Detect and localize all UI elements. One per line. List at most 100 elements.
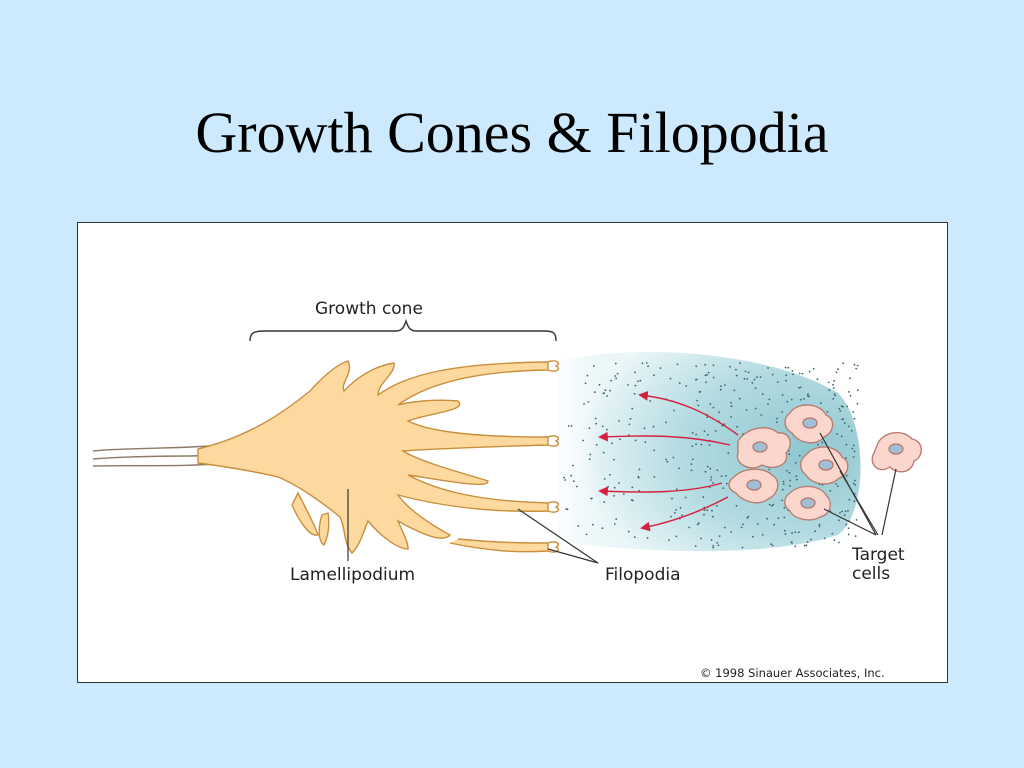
gradient-dot: [695, 365, 698, 368]
gradient-dot: [665, 421, 667, 424]
gradient-dot: [852, 411, 855, 413]
gradient-dot: [729, 365, 731, 368]
gradient-dot: [771, 504, 773, 507]
gradient-dot: [563, 476, 565, 479]
gradient-dot: [818, 525, 821, 528]
gradient-dot: [745, 409, 748, 411]
gradient-dot: [710, 479, 712, 481]
gradient-dot: [638, 468, 641, 471]
gradient-dot: [814, 530, 817, 533]
gradient-dot: [856, 364, 859, 367]
gradient-dot: [708, 444, 711, 446]
gradient-dot: [691, 445, 694, 447]
gradient-dot: [833, 380, 835, 382]
gradient-dot: [831, 532, 834, 535]
gradient-dot: [691, 431, 694, 434]
gradient-dot: [576, 485, 578, 488]
copyright-notice: © 1998 Sinauer Associates, Inc.: [700, 666, 885, 680]
gradient-dot: [673, 512, 676, 514]
gradient-dot: [847, 391, 850, 393]
gradient-dot: [806, 541, 809, 543]
gradient-dot: [695, 433, 697, 436]
gradient-dot: [841, 418, 844, 421]
gradient-dot: [641, 362, 644, 365]
gradient-dot: [665, 458, 668, 461]
gradient-dot: [567, 425, 570, 427]
gradient-dot: [722, 487, 725, 489]
gradient-dot: [603, 478, 606, 480]
gradient-dot: [835, 371, 838, 374]
gradient-dot: [775, 421, 778, 424]
gradient-dot: [613, 486, 616, 489]
gradient-dot: [712, 406, 715, 409]
gradient-dot: [675, 509, 677, 511]
gradient-dot: [588, 427, 591, 430]
gradient-dot: [695, 443, 697, 446]
gradient-dot: [776, 381, 779, 383]
gradient-dot: [753, 378, 756, 381]
gradient-dot: [638, 489, 641, 492]
gradient-dot: [841, 510, 843, 513]
gradient-dot: [781, 394, 784, 396]
gradient-dot: [836, 433, 839, 435]
gradient-dot: [717, 544, 720, 547]
gradient-dot: [572, 464, 574, 467]
gradient-dot: [598, 383, 601, 386]
gradient-dot: [855, 367, 858, 370]
gradient-dot: [725, 482, 728, 485]
gradient-dot: [604, 389, 607, 392]
gradient-dot: [607, 485, 609, 488]
gradient-dot: [591, 497, 593, 500]
gradient-dot: [613, 458, 615, 461]
gradient-dot: [720, 475, 723, 478]
gradient-dot: [777, 517, 780, 520]
gradient-dot: [577, 525, 580, 527]
gradient-dot: [853, 450, 856, 453]
gradient-dot: [671, 497, 673, 500]
gradient-dot: [704, 470, 707, 473]
gradient-dot: [787, 366, 790, 369]
gradient-dot: [690, 469, 693, 472]
gradient-dot: [751, 381, 754, 384]
gradient-dot: [706, 374, 708, 376]
gradient-dot: [838, 519, 840, 522]
gradient-dot: [833, 393, 836, 395]
gradient-dot: [696, 523, 699, 526]
gradient-dot: [735, 368, 737, 371]
gradient-dot: [772, 503, 775, 506]
gradient-dot: [852, 444, 855, 447]
gradient-dot: [616, 372, 619, 375]
gradient-dot: [747, 371, 750, 374]
gradient-dot: [845, 443, 848, 446]
gradient-dot: [668, 539, 670, 541]
gradient-dot: [799, 398, 802, 401]
gradient-dot: [832, 397, 835, 400]
gradient-dot: [767, 403, 769, 406]
gradient-dot: [702, 496, 705, 498]
gradient-dot: [834, 394, 837, 397]
gradient-dot: [582, 439, 585, 442]
gradient-dot: [707, 371, 710, 374]
gradient-dot: [843, 422, 846, 424]
gradient-dot: [606, 395, 608, 397]
gradient-dot: [795, 475, 798, 478]
gradient-dot: [710, 476, 713, 479]
gradient-dot: [807, 393, 809, 396]
gradient-dot: [611, 442, 613, 445]
gradient-dot: [736, 425, 738, 428]
gradient-dot: [847, 509, 849, 512]
gradient-dot: [842, 405, 844, 408]
gradient-dot: [846, 405, 849, 408]
gradient-dot: [756, 523, 759, 525]
gradient-dot: [716, 504, 718, 507]
gradient-dot: [794, 531, 797, 534]
gradient-dot: [781, 488, 784, 491]
gradient-dot: [817, 443, 819, 446]
gradient-dot: [592, 523, 594, 526]
label-target-cells: Target cells: [852, 546, 905, 584]
gradient-dot: [704, 363, 707, 366]
gradient-dot: [827, 381, 830, 384]
gradient-dot: [783, 516, 786, 519]
gradient-dot: [603, 392, 605, 395]
growth-cone-diagram: [92, 318, 922, 564]
